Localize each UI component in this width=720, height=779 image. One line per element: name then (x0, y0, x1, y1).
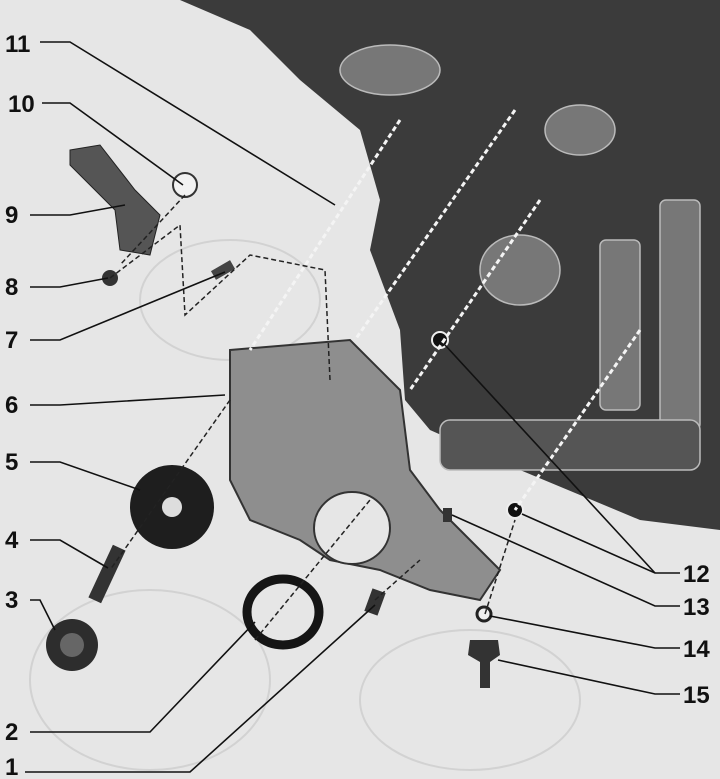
assembly-lines (109, 109, 642, 641)
callout-10: 10 (8, 91, 35, 118)
o-ring (172, 172, 198, 198)
callout-13: 13 (683, 594, 710, 621)
idler-hub (60, 633, 84, 657)
callout-labels: 1 2 3 4 5 6 7 8 9 10 11 12 13 14 15 (5, 31, 710, 779)
callout-3: 3 (5, 587, 18, 614)
coolant-pipe (69, 144, 161, 256)
callout-6: 6 (5, 392, 18, 419)
callout-9: 9 (5, 202, 18, 229)
engine-details (339, 44, 701, 471)
timing-cover (229, 338, 502, 602)
callout-5: 5 (5, 449, 18, 476)
washer-14 (475, 605, 493, 623)
callout-4: 4 (5, 527, 19, 554)
plug-bolt-15 (468, 640, 500, 688)
dowel-13 (443, 508, 452, 522)
callout-2: 2 (5, 719, 18, 746)
pulley-bolt (88, 544, 126, 604)
callout-12: 12 (683, 561, 710, 588)
crankshaft-opening (313, 491, 391, 565)
callout-14: 14 (683, 636, 710, 663)
leader-lines (25, 41, 680, 773)
callout-8: 8 (5, 274, 18, 301)
callout-1: 1 (5, 754, 18, 779)
callout-7: 7 (5, 327, 18, 354)
crankshaft-seal (242, 574, 324, 650)
callout-11: 11 (5, 31, 30, 58)
pulley-hub (162, 497, 182, 517)
callout-15: 15 (683, 682, 710, 709)
